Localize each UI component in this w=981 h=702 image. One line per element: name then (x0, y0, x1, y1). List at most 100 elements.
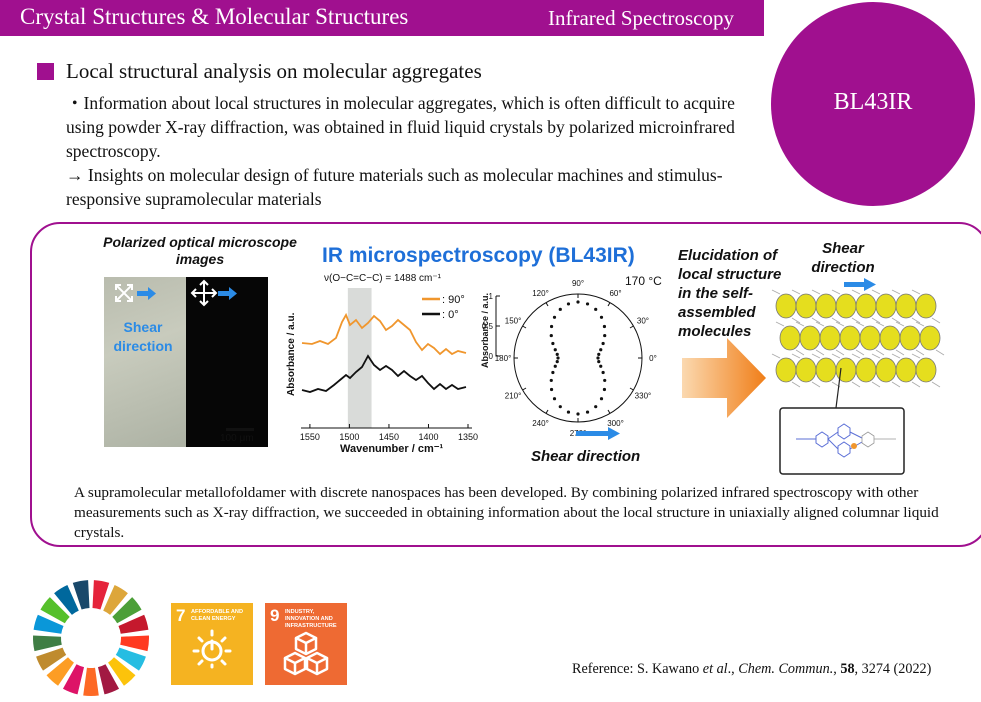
sdg-wheel-segment (40, 597, 70, 624)
polar-tick (629, 325, 634, 329)
polar-point (552, 315, 557, 319)
section-body: ・Information about local structures in m… (66, 91, 766, 211)
cubes-icon (283, 631, 329, 676)
sdg-wheel-segment (112, 597, 142, 624)
column-disk (895, 357, 917, 383)
shear-arrow-icon (137, 287, 237, 300)
polar-angle-label: 180° (495, 354, 512, 363)
pom-shear-label: Shear direction (113, 319, 173, 354)
polar-point (558, 307, 562, 311)
x-tick-label: 1450 (379, 432, 399, 442)
sdg-wheel-logo (33, 580, 149, 696)
orange-arrow-icon (682, 338, 766, 418)
sdg-wheel-segment (120, 635, 149, 652)
polar-point (597, 352, 601, 356)
polar-angle-label: 300° (607, 419, 624, 428)
polar-point (599, 397, 604, 401)
inset-pointer (835, 367, 842, 409)
reference-sep1: ., (727, 661, 739, 677)
polar-point (599, 348, 603, 352)
scale-label: 100 μm (220, 433, 254, 444)
scale-bar (226, 428, 254, 431)
polar-point (566, 410, 571, 414)
sdg-goal-7-tile: 7 AFFORDABLE AND CLEAN ENERGY (171, 603, 253, 685)
column-disk (875, 357, 897, 383)
section-line-2: → Insights on molecular design of future… (66, 165, 723, 209)
column-disk (775, 293, 797, 319)
sdg-wheel-segment (54, 585, 79, 615)
header-subtitle: Infrared Spectroscopy (548, 6, 735, 30)
column-disk (855, 293, 877, 319)
sdg-7-number: 7 (176, 606, 186, 625)
polar-point (576, 300, 580, 304)
polar-point (549, 387, 554, 392)
elucidation-label: Elucidation of local structure in the se… (678, 247, 782, 340)
polar-angle-label: 90° (572, 279, 584, 288)
column-disk (919, 325, 941, 351)
shear-direction-label-2: Shear direction (811, 240, 875, 276)
polar-angle-label: 240° (532, 419, 549, 428)
polar-tick (607, 302, 611, 307)
polar-point (555, 352, 559, 356)
shear-arrow-icon-2 (864, 278, 876, 291)
y-axis-label: Absorbance / a.u. (286, 312, 297, 396)
column-disk (779, 325, 801, 351)
series-90-line (301, 312, 467, 356)
polar-point (602, 387, 607, 392)
shear-direction-label: Shear direction (531, 448, 641, 465)
pom-polarizer-icons (115, 279, 237, 307)
polar-angle-label: 30° (637, 317, 649, 326)
polar-circle (513, 293, 643, 423)
polar-point (601, 370, 605, 375)
sdg-wheel-segment (115, 647, 146, 671)
column-disk (839, 325, 861, 351)
figure-caption: A supramolecular metallofoldamer with di… (74, 484, 939, 541)
polar-point (576, 412, 580, 416)
column-disk (895, 293, 917, 319)
polar-point (551, 341, 555, 346)
nu-label: ν(O−C=C−C) = 1488 cm⁻¹ (324, 273, 442, 284)
series-0-line (301, 354, 467, 393)
polar-point (549, 324, 554, 329)
column-disk (819, 325, 841, 351)
sdg-7-text: AFFORDABLE AND CLEAN ENERGY (191, 609, 243, 622)
column-disk (775, 357, 797, 383)
pom-image-crossed (186, 277, 268, 447)
polar-plot: 0°30°60°90°120°150°180°210°240°270°300°3… (480, 279, 657, 440)
polar-angle-label: 120° (532, 289, 549, 298)
sdg-wheel-segment (33, 614, 64, 634)
polar-point (599, 315, 604, 319)
legend-90-label: : 90° (442, 294, 465, 306)
column-disk (815, 293, 837, 319)
polar-angle-label: 60° (609, 289, 621, 298)
polar-point (599, 364, 603, 368)
polar-y-label: Absorbance / a.u. (480, 293, 490, 368)
beamline-badge: BL43IR (771, 2, 975, 206)
reference-journal: Chem. Commun. (738, 661, 834, 677)
polar-point (549, 333, 553, 338)
sdg-wheel-segment (83, 667, 99, 696)
shear-arrow-shaft-2 (844, 282, 864, 287)
x-tick-label: 1500 (339, 432, 359, 442)
elucidation-text: Elucidation of local structure in the se… (678, 246, 796, 341)
column-disk (795, 293, 817, 319)
polar-angle-label: 150° (505, 317, 522, 326)
figure-panel (30, 222, 981, 547)
polar-point (553, 348, 557, 352)
sun-power-icon (192, 629, 232, 669)
sdg-wheel-segment (108, 657, 136, 686)
column-disk (859, 325, 881, 351)
polar-point (555, 360, 559, 364)
reference-prefix: Reference: S. Kawano (572, 661, 703, 677)
polar-point (594, 307, 598, 311)
radial-tick-label: 0.5 (482, 322, 494, 331)
polar-point (597, 360, 601, 364)
polar-point (558, 405, 562, 409)
polar-point (603, 378, 607, 383)
header-bar (0, 0, 764, 36)
polar-tick (522, 325, 527, 329)
radial-tick-label: 0 (489, 352, 494, 361)
sdg-wheel-segment (97, 664, 120, 695)
column-disk (915, 357, 937, 383)
